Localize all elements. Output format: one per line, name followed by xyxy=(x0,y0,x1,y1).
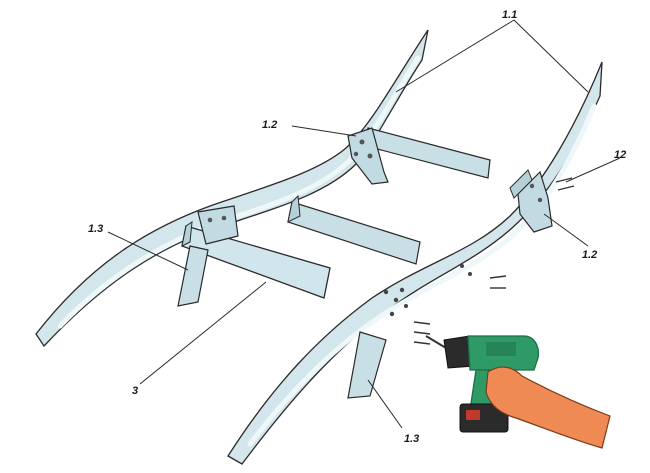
middle-crossbar-end xyxy=(287,194,301,223)
upper-crossbar xyxy=(365,127,491,179)
right-bracket xyxy=(517,170,553,233)
screws-group xyxy=(413,177,575,345)
label-1-3-right: 1.3 xyxy=(404,433,419,445)
bolt xyxy=(367,153,373,159)
bolt xyxy=(353,151,359,157)
hand xyxy=(485,366,611,449)
left-bracket-lower xyxy=(197,205,239,245)
right-bracket-tab xyxy=(509,169,533,199)
bolt xyxy=(537,197,543,203)
label-1-3-left: 1.3 xyxy=(88,223,103,235)
right-leg xyxy=(347,331,387,399)
front-crossbar-end xyxy=(181,220,193,247)
bolt xyxy=(207,217,213,223)
leader-lines xyxy=(107,19,621,429)
label-1-2-right: 1.2 xyxy=(582,249,597,261)
label-1-2-upper: 1.2 xyxy=(262,119,277,131)
label-12: 12 xyxy=(614,149,626,161)
left-rail-highlight xyxy=(57,55,421,329)
bolt xyxy=(359,139,365,145)
left-leg xyxy=(177,245,209,307)
right-rail-highlight xyxy=(247,103,597,447)
left-rail xyxy=(35,29,429,348)
label-3: 3 xyxy=(132,385,138,397)
bolt xyxy=(529,183,535,189)
middle-crossbar xyxy=(287,201,421,265)
bolt xyxy=(221,215,227,221)
label-1-1: 1.1 xyxy=(502,9,517,21)
rail-holes xyxy=(383,264,472,317)
